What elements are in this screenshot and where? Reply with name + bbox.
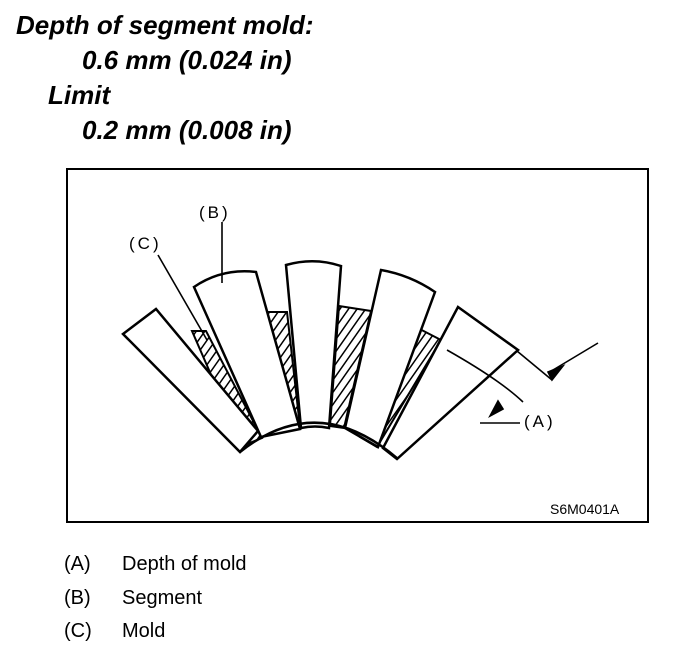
legend-key: (C) xyxy=(64,620,92,642)
arrow-head xyxy=(488,399,505,418)
legend-text: Depth of mold xyxy=(122,553,247,575)
segment-bar xyxy=(284,260,343,430)
arrow-head xyxy=(546,364,566,382)
callout-c: (C) xyxy=(129,234,162,253)
legend-item-b: (B) Segment xyxy=(64,586,202,610)
segment-bar xyxy=(192,270,302,439)
legend-item-a: (A) Depth of mold xyxy=(64,552,247,576)
legend-item-c: (C) Mold xyxy=(64,619,165,643)
figure-code: S6M0401A xyxy=(550,501,620,517)
callout-b: (B) xyxy=(199,203,231,222)
legend-text: Segment xyxy=(122,587,203,609)
legend-key: (A) xyxy=(64,553,91,575)
segment-bar xyxy=(343,268,437,449)
legend-text: Mold xyxy=(122,620,166,642)
dimension-extension xyxy=(516,350,553,381)
spec-limit-value: 0.2 mm (0.008 in) xyxy=(82,115,292,145)
segment-base-arc xyxy=(239,421,399,460)
figure-frame xyxy=(66,168,649,523)
leader-lines xyxy=(157,222,599,424)
callout-a: (A) xyxy=(524,412,556,431)
spec-limit-label: Limit xyxy=(48,80,111,110)
depth-dimension-arc xyxy=(446,349,524,403)
segments xyxy=(121,260,520,461)
leader-c xyxy=(157,254,208,341)
spec-title: Depth of segment mold: xyxy=(16,10,314,40)
legend-key: (B) xyxy=(64,587,91,609)
spec-depth-value: 0.6 mm (0.024 in) xyxy=(82,45,292,75)
